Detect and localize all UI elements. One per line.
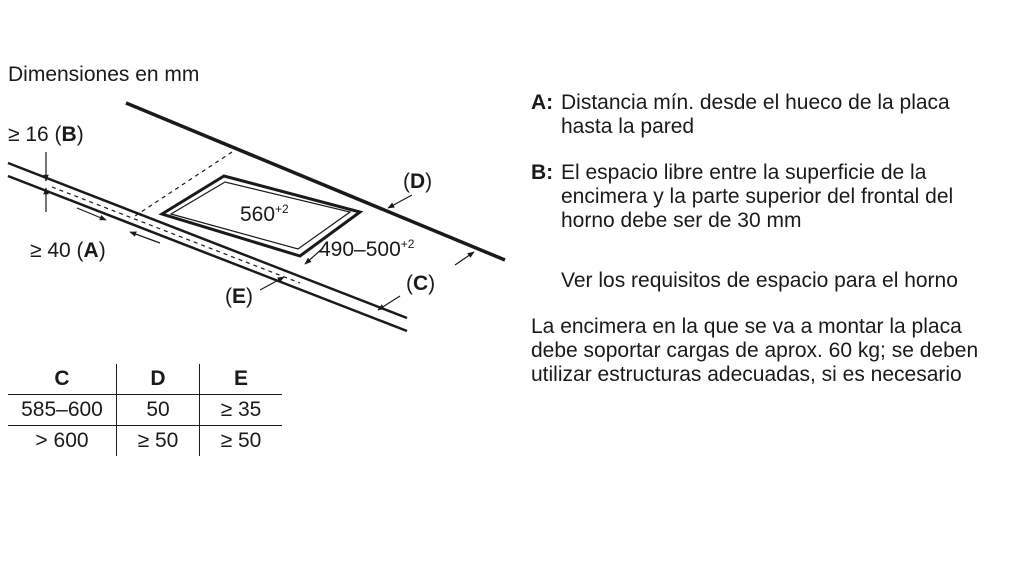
- table-row: > 600 ≥ 50 ≥ 50: [8, 425, 282, 456]
- table-cell: ≥ 35: [199, 394, 282, 426]
- countertop-back-edge: [125, 101, 506, 262]
- cutout-outline: [158, 174, 364, 258]
- dimension-c-line-lower: [377, 295, 401, 311]
- dimension-d-pointer: [387, 194, 413, 209]
- table-header-c: C: [54, 367, 70, 390]
- cutout-width-label: 560+2: [240, 202, 289, 226]
- note-oven-requirements: Ver los requisitos de espacio para el ho…: [561, 269, 958, 292]
- table-cell: ≥ 50: [116, 425, 200, 456]
- note-key: B:: [531, 161, 554, 184]
- dimensions-table: C D E 585–600 50 ≥ 35 > 600 ≥ 50 ≥ 50: [8, 364, 282, 456]
- note-a: A: Distancia mín. desde el hueco de la p…: [531, 91, 1001, 139]
- cutout-inner-outline: [169, 181, 352, 250]
- oven-front-line: [51, 186, 301, 284]
- label-d: (D): [403, 170, 432, 193]
- dimension-d-line: [304, 247, 324, 265]
- table-cell: > 600: [8, 425, 117, 456]
- note-countertop-load: La encimera en la que se va a montar la …: [531, 315, 979, 386]
- dimension-c-line-upper: [454, 251, 475, 266]
- note-text: Distancia mín. desde el hueco de la plac…: [561, 91, 950, 138]
- note-b: B: El espacio libre entre la superficie …: [531, 161, 1001, 233]
- label-c: (C): [406, 272, 435, 295]
- table-header-e: E: [199, 364, 282, 395]
- countertop-front-edge-bottom: [7, 174, 408, 333]
- table-row: 585–600 50 ≥ 35: [8, 394, 282, 426]
- note-key: A:: [531, 91, 554, 114]
- dimension-a-arrow-right: [129, 231, 161, 244]
- table-cell: 585–600: [8, 394, 117, 426]
- label-b: ≥ 16 (B): [8, 123, 84, 146]
- table-cell: 50: [116, 394, 200, 426]
- notes-panel: A: Distancia mín. desde el hueco de la p…: [531, 91, 1001, 387]
- label-a: ≥ 40 (A): [30, 239, 106, 262]
- diagram-title: Dimensiones en mm: [8, 63, 199, 86]
- dimension-a-arrow-left: [76, 207, 107, 221]
- note-text: El espacio libre entre la superficie de …: [561, 161, 954, 232]
- countertop-front-edge-top: [7, 161, 408, 320]
- table-cell: ≥ 50: [199, 425, 282, 456]
- table-header-d: D: [116, 364, 200, 395]
- dimension-e-pointer: [259, 276, 285, 291]
- oven-side-line: [131, 151, 233, 219]
- table-header-row: C D E: [8, 364, 282, 395]
- label-e: (E): [225, 285, 253, 308]
- cutout-depth-label: 490–500+2: [319, 237, 415, 261]
